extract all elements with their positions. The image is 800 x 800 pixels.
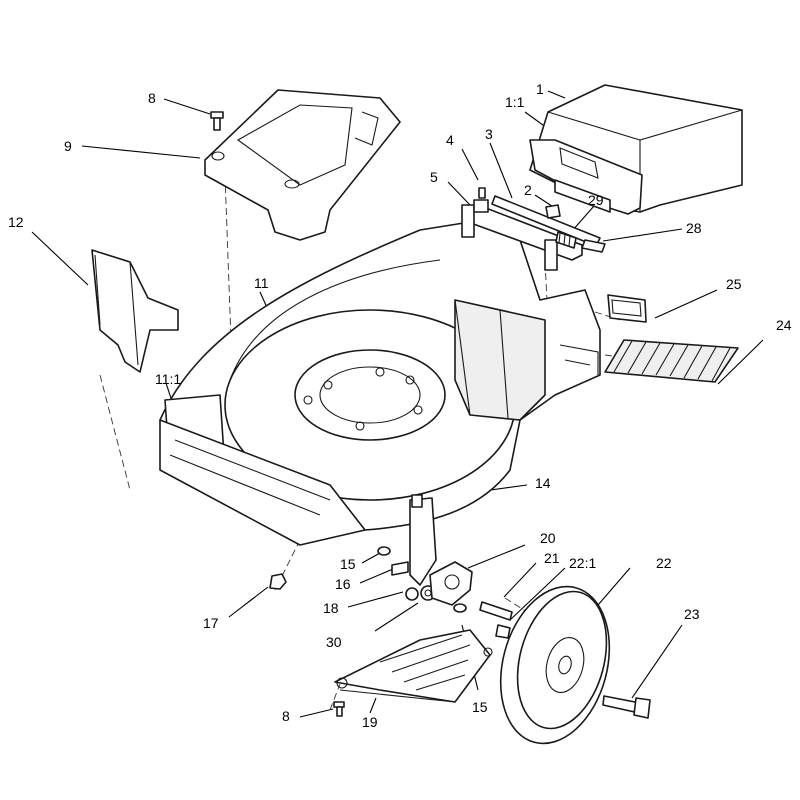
callout-23: 23: [684, 606, 700, 622]
callout-3: 3: [485, 126, 493, 142]
callout-12: 12: [8, 214, 24, 230]
callout-14: 14: [535, 475, 551, 491]
rear-axle-assembly: [461, 195, 606, 271]
hub-bracket: [429, 561, 473, 606]
callout-2: 2: [524, 182, 532, 198]
mulch-cover: [334, 629, 493, 703]
screw-top: [210, 111, 224, 131]
nut: [269, 573, 287, 590]
callout-9: 9: [64, 138, 72, 154]
mower-deck: [159, 221, 601, 546]
callout-22: 22: [656, 555, 672, 571]
callout-11-1: 11:1: [155, 371, 181, 387]
screw-bottom: [333, 701, 345, 717]
wheel: [499, 585, 611, 745]
height-bracket: [409, 494, 437, 586]
callout-19: 19: [362, 714, 378, 730]
grille-plate: [604, 339, 739, 383]
callout-18: 18: [323, 600, 339, 616]
callout-25: 25: [726, 276, 742, 292]
callout-11: 11: [254, 275, 269, 291]
callout-1: 1: [536, 81, 544, 97]
callout-8-top: 8: [148, 90, 156, 106]
callout-15b: 15: [472, 699, 488, 715]
grass-bag: [529, 84, 743, 215]
washers-and-spacers: [377, 546, 467, 613]
rear-cover: [204, 89, 401, 241]
callout-16: 16: [335, 576, 351, 592]
callout-17: 17: [203, 615, 219, 631]
callout-24: 24: [776, 317, 792, 333]
callout-21: 21: [544, 550, 560, 566]
rear-flap: [607, 294, 647, 323]
bolt-21: [479, 601, 513, 621]
cap-22-1: [495, 624, 511, 639]
callout-29: 29: [588, 192, 604, 208]
callout-labels: 1 1:1 2 3 4 5 8 8 9 11 11:1 12 14 15 15 …: [8, 81, 792, 730]
callout-15a: 15: [340, 556, 356, 572]
callout-4: 4: [446, 132, 454, 148]
callout-20: 20: [540, 530, 556, 546]
callout-8-bottom: 8: [282, 708, 290, 724]
callout-22-1: 22:1: [569, 555, 596, 571]
callout-5: 5: [430, 169, 438, 185]
small-bolt-and-block: [473, 187, 561, 219]
callout-28: 28: [686, 220, 702, 236]
axle-bolt: [602, 695, 651, 719]
callout-30: 30: [326, 634, 342, 650]
side-deflector: [91, 249, 179, 373]
callout-1-1: 1:1: [505, 94, 525, 110]
